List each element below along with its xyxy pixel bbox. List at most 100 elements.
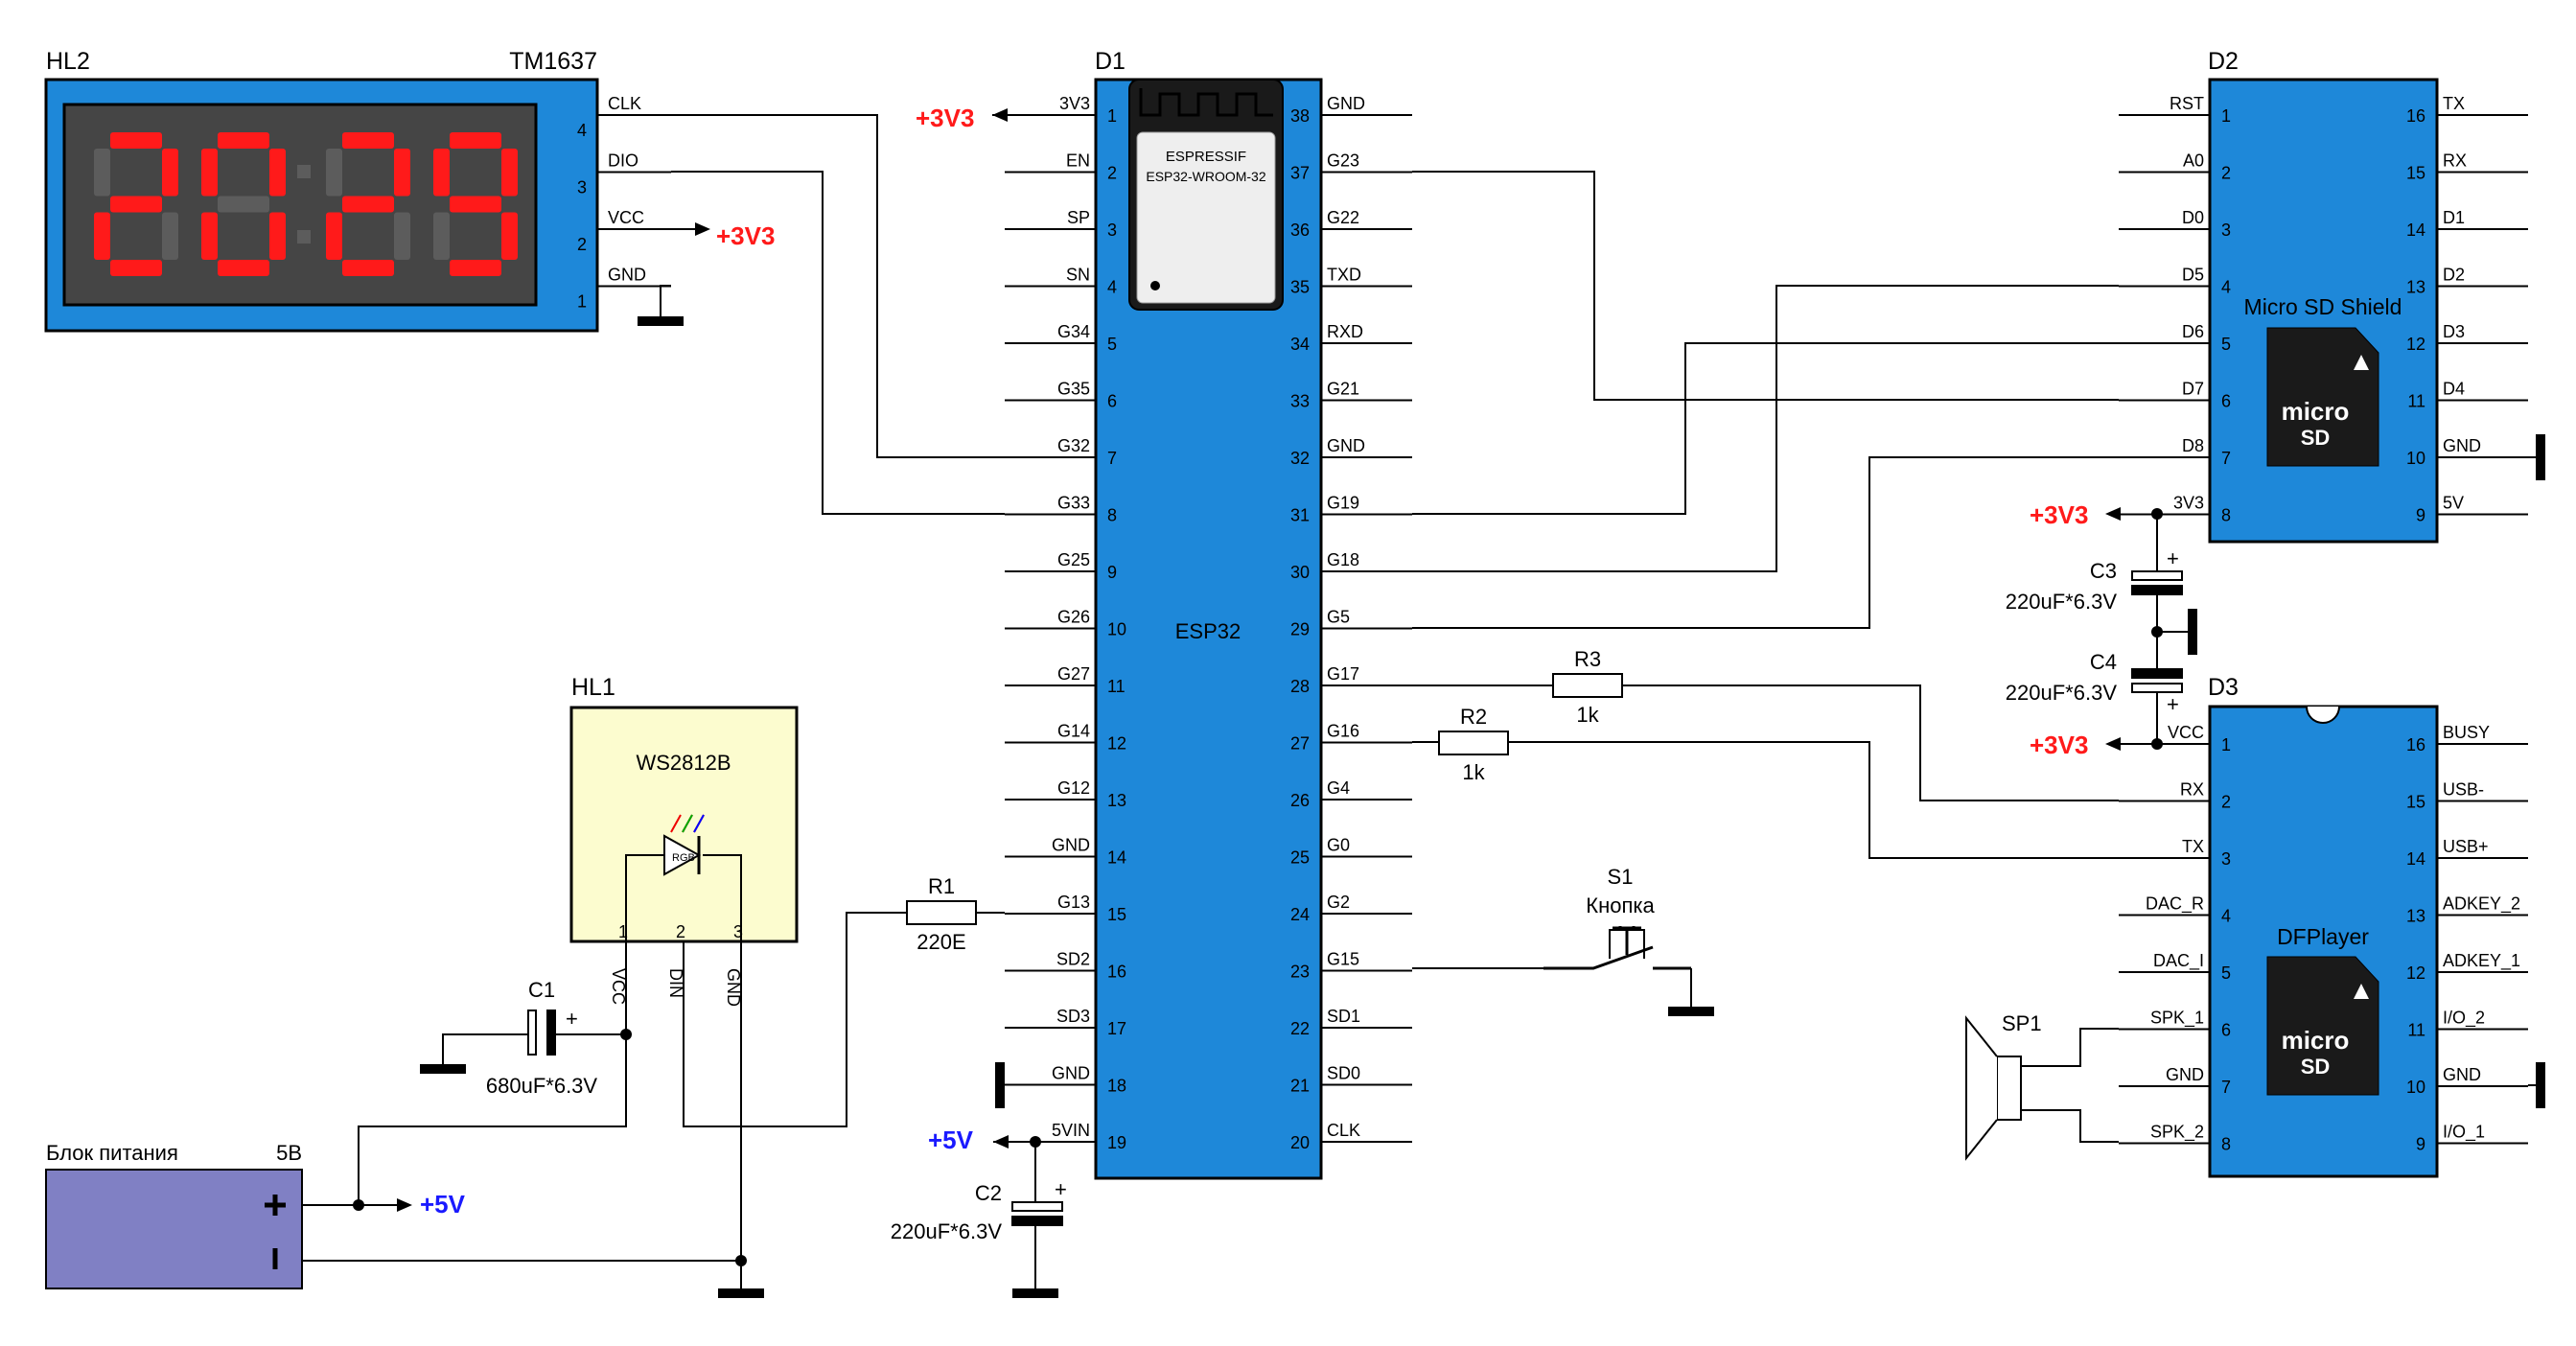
segment-c — [269, 212, 286, 260]
d3-pin-10-num: 10 — [2406, 1078, 2425, 1097]
psu-plus-icon — [265, 1195, 286, 1216]
rail-5v-psu: +5V — [420, 1190, 466, 1218]
sd-arrow-icon — [2354, 984, 2369, 999]
sp1-ref: SP1 — [2002, 1011, 2042, 1035]
d1-pin-5-name: G34 — [1057, 322, 1090, 341]
psu-body — [45, 1169, 303, 1289]
c4-plus-icon: + — [2167, 692, 2179, 716]
rail-arrow-icon — [2105, 737, 2121, 751]
d1-pin-21-num: 21 — [1290, 1077, 1310, 1096]
d3-pin-14-num: 14 — [2406, 849, 2425, 869]
s1-name: Кнопка — [1586, 893, 1655, 917]
d1-pin-36-name: G22 — [1327, 208, 1359, 227]
segment-f — [94, 149, 110, 197]
d2-pin-8-num: 8 — [2221, 506, 2231, 525]
segment-b — [269, 149, 286, 197]
d1-antenna — [1139, 88, 1273, 117]
d1-pin-5-num: 5 — [1107, 335, 1117, 354]
colon-top — [297, 165, 311, 178]
d2-pin-15-name: RX — [2443, 151, 2467, 171]
d1-pins: 3V31EN2SP3SN4G345G356G327G338G259G2610G2… — [1005, 94, 1412, 1152]
d2-pin-14-num: 14 — [2406, 220, 2425, 240]
wire-21 — [1622, 685, 2119, 801]
d1-pin-23-name: G15 — [1327, 950, 1359, 969]
d2-pin-13-name: D2 — [2443, 266, 2465, 285]
segment-f — [201, 149, 218, 197]
d1-pin-13-num: 13 — [1107, 791, 1126, 810]
segment-e — [201, 212, 218, 260]
junction-dot — [620, 1029, 632, 1040]
d1-pin-26-name: G4 — [1327, 778, 1350, 798]
d2-pin-10-name: GND — [2443, 436, 2481, 455]
ground-icon — [2536, 1062, 2545, 1108]
hl1-body — [569, 706, 799, 943]
d1-chip-model: ESP32-WROOM-32 — [1146, 169, 1265, 184]
d1-pin-12-name: G14 — [1057, 722, 1090, 741]
d2-pin-9-num: 9 — [2416, 506, 2425, 525]
d1-pin-7-name: G32 — [1057, 436, 1090, 455]
segment-c — [394, 212, 410, 260]
d1-pin-29-name: G5 — [1327, 608, 1350, 627]
hl1-led-label: RGB — [672, 852, 695, 864]
d3-pin-5-num: 5 — [2221, 963, 2231, 983]
d1-pin-2-name: EN — [1066, 151, 1090, 171]
d1-pin-30-num: 30 — [1290, 563, 1310, 582]
d3-pin-9-name: I/O_1 — [2443, 1123, 2485, 1143]
d2-pin-3-num: 3 — [2221, 220, 2231, 240]
d1-pin-33-num: 33 — [1290, 392, 1310, 411]
ground-icon — [1668, 1007, 1714, 1016]
d1-pin-32-num: 32 — [1290, 449, 1310, 468]
d3-pin-15-num: 15 — [2406, 793, 2425, 812]
c2-plate-top — [1011, 1201, 1063, 1212]
d1-pin-6-name: G35 — [1057, 380, 1090, 399]
d2-pin-1-name: RST — [2170, 94, 2204, 113]
d3-pin-13-name: ADKEY_2 — [2443, 894, 2520, 915]
sd-logo-top: micro — [2282, 397, 2350, 426]
d1-pin-3-name: SP — [1067, 208, 1090, 227]
d2-pin-11-num: 11 — [2407, 392, 2425, 411]
d3-pin-7-name: GND — [2166, 1065, 2204, 1084]
wire-0 — [671, 114, 1005, 458]
d2-pin-12-name: D3 — [2443, 322, 2465, 341]
c4-plate-bottom — [2131, 683, 2183, 693]
d1-pin-25-num: 25 — [1290, 848, 1310, 868]
segment-f — [326, 149, 342, 197]
d1-pin-14-name: GND — [1052, 836, 1090, 855]
d3-pin-14-name: USB+ — [2443, 837, 2489, 856]
segment-a — [218, 132, 269, 149]
rail-3v3-d1: +3V3 — [916, 104, 974, 132]
d1-pin-4-name: SN — [1066, 266, 1090, 285]
wire-17 — [1412, 342, 2119, 515]
segment-c — [501, 212, 518, 260]
c2-ref: C2 — [975, 1181, 1002, 1205]
d1-pin-20-num: 20 — [1290, 1133, 1310, 1152]
d1-pin-29-num: 29 — [1290, 620, 1310, 639]
d2-pin-6-num: 6 — [2221, 392, 2231, 411]
d1-pin-3-num: 3 — [1107, 220, 1117, 240]
c1-ref: C1 — [528, 978, 555, 1002]
rail-5v-d1: +5V — [928, 1126, 974, 1154]
hl2-pin-2-name: VCC — [608, 208, 644, 227]
d1-pin-10-num: 10 — [1107, 620, 1126, 639]
segment-a — [110, 132, 162, 149]
hl2-part: TM1637 — [509, 48, 597, 75]
d1-pin-16-name: SD2 — [1056, 950, 1090, 969]
segment-e — [433, 212, 450, 260]
d1-pin-34-name: RXD — [1327, 322, 1363, 341]
c1-value: 680uF*6.3V — [486, 1074, 598, 1098]
d2-pin-14-name: D1 — [2443, 208, 2465, 227]
d2-pin-6-name: D7 — [2182, 380, 2204, 399]
segment-b — [501, 149, 518, 197]
segment-e — [326, 212, 342, 260]
d1-pin-4-num: 4 — [1107, 278, 1117, 297]
d1-pin-19-num: 19 — [1107, 1133, 1126, 1152]
d2-pin-11-name: D4 — [2443, 380, 2465, 399]
d2-pin-3-name: D0 — [2182, 208, 2204, 227]
c1-plus-icon: + — [566, 1007, 578, 1031]
d1-pin-23-num: 23 — [1290, 963, 1310, 982]
d2-pin-2-name: A0 — [2183, 151, 2204, 171]
d1-pin-32-name: GND — [1327, 436, 1365, 455]
d1-pin-1-name: 3V3 — [1059, 94, 1090, 113]
r2-value: 1k — [1462, 760, 1485, 784]
